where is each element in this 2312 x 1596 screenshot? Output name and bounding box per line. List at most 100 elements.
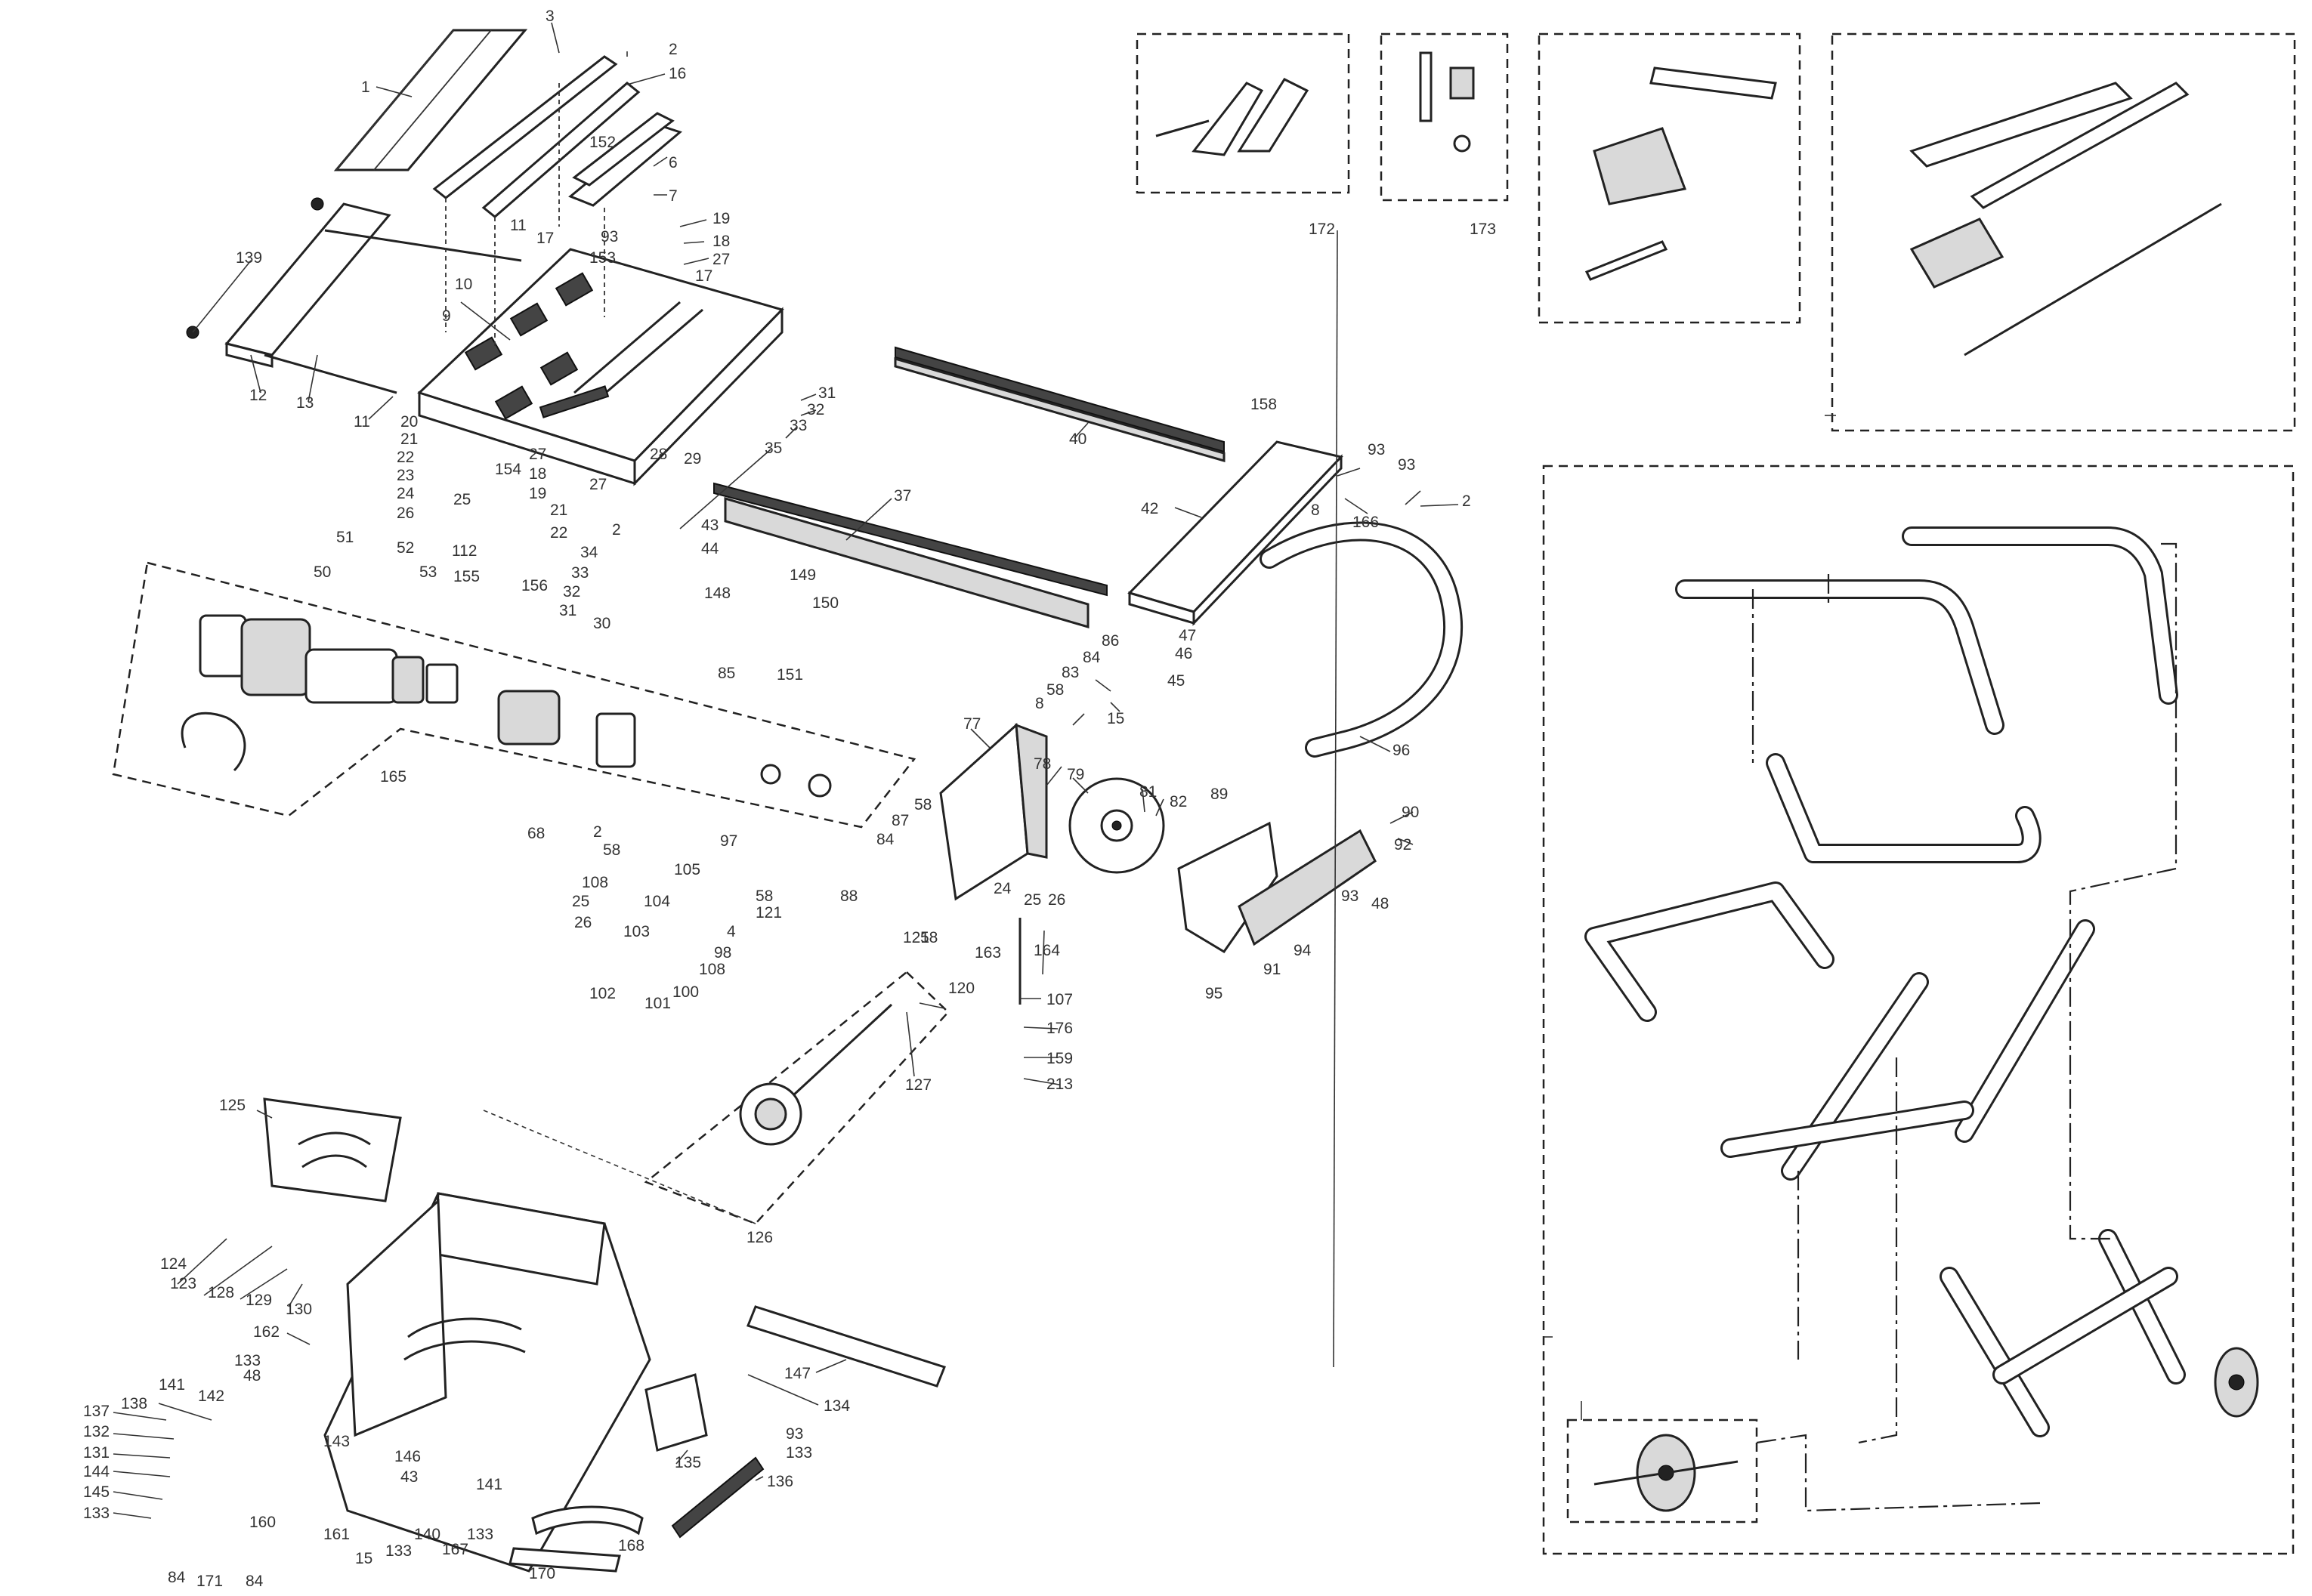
callout-135: 132 <box>83 1423 110 1440</box>
callout-93c: 93 <box>1398 456 1415 474</box>
callout-107: 127 <box>905 1076 932 1094</box>
callout-32: 32 <box>807 401 824 418</box>
callout-13: 13 <box>296 394 314 412</box>
callout-153: 153 <box>589 249 616 267</box>
callout-137: 144 <box>83 1463 110 1480</box>
callout-58c: 58 <box>603 841 620 859</box>
callout-101: 101 <box>644 995 671 1012</box>
callout-167: 172 <box>1309 221 1335 238</box>
callout-34: 34 <box>580 544 598 561</box>
callout-2b: 2 <box>612 521 621 539</box>
callout-2: 2 <box>669 41 678 58</box>
callout-84: 84 <box>1083 649 1101 666</box>
spreader-bolt-assembly-170 <box>1419 51 1475 153</box>
callout-58d: 58 <box>756 888 773 905</box>
callout-21b: 21 <box>550 502 567 519</box>
callout-2c: 2 <box>1462 492 1471 510</box>
callout-29: 29 <box>684 450 701 468</box>
callout-122: 164 <box>1034 942 1060 959</box>
callout-128: 147 <box>784 1365 811 1382</box>
callout-24: 24 <box>397 485 415 502</box>
callout-31: 31 <box>818 384 836 402</box>
callout-89: 89 <box>1210 786 1228 803</box>
right-extension-42 <box>1127 440 1343 626</box>
callout-15: 15 <box>1107 710 1124 727</box>
callout-50: 50 <box>314 563 331 581</box>
callout-138: 145 <box>83 1483 110 1501</box>
callout-130c: 133 <box>83 1505 110 1522</box>
callout-108: 120 <box>948 980 975 997</box>
callout-84d: 84 <box>246 1573 264 1590</box>
table-extension-left <box>186 197 522 394</box>
callout-86: 86 <box>1102 632 1119 650</box>
callout-4: 108 <box>582 874 608 891</box>
callout-53: 53 <box>419 563 437 581</box>
callout-46: 46 <box>1175 645 1192 662</box>
assembly-box-170 <box>1380 32 1509 202</box>
callout-87: 87 <box>892 812 909 829</box>
callout-32b: 32 <box>563 583 580 600</box>
curved-pieces-161-160 <box>508 1505 644 1573</box>
table-top <box>417 248 784 486</box>
miter-gauge-assembly-168 <box>1584 66 1777 281</box>
callout-26c: 26 <box>574 914 592 931</box>
callout-161: 168 <box>618 1537 644 1554</box>
callout-45: 45 <box>1167 672 1185 690</box>
callout-37: 37 <box>894 487 911 505</box>
callout-130: 133 <box>786 1444 812 1462</box>
callout-18: 18 <box>712 233 730 250</box>
callout-100: 100 <box>672 983 699 1001</box>
callout-132: 141 <box>159 1376 185 1394</box>
fence-rail-40 <box>894 346 1226 462</box>
callout-23: 23 <box>397 467 414 484</box>
callout-26: 26 <box>397 505 414 522</box>
callout-213: 124 <box>160 1255 187 1273</box>
callout-19: 19 <box>712 210 730 227</box>
callout-93d: 93 <box>1341 888 1358 905</box>
callout-97: 97 <box>720 832 737 850</box>
callout-12: 12 <box>249 387 267 404</box>
callout-24b: 24 <box>994 880 1012 897</box>
callout-40: 40 <box>1069 431 1086 448</box>
callout-35: 35 <box>765 440 782 457</box>
callout-98: 4 <box>727 923 736 940</box>
callout-155: 155 <box>453 568 480 585</box>
callout-33b: 33 <box>571 564 589 582</box>
callout-140: 171 <box>196 1573 223 1590</box>
callout-163: 176 <box>1046 1020 1073 1037</box>
callout-165: 165 <box>380 768 406 786</box>
callout-133: 138 <box>121 1395 147 1412</box>
callout-134: 137 <box>83 1403 110 1420</box>
callout-88: 88 <box>840 888 858 905</box>
callout-68: 68 <box>527 825 545 842</box>
assembly-box-168 <box>1538 32 1801 324</box>
callout-160: 170 <box>529 1565 555 1582</box>
front-rail-37 <box>713 482 1108 628</box>
callout-43: 43 <box>701 517 719 534</box>
table-insert-plates <box>333 29 683 218</box>
riving-knife-assembly-167 <box>1155 78 1309 156</box>
callout-106: 163 <box>975 944 1001 962</box>
callout-10: 10 <box>455 276 472 293</box>
callout-11: 11 <box>510 217 527 234</box>
callout-131: 142 <box>198 1388 224 1405</box>
callout-44: 44 <box>701 540 719 557</box>
plate-162 <box>644 1373 708 1452</box>
stand-assembly <box>1584 526 2259 1444</box>
callout-47: 47 <box>1179 627 1196 644</box>
callout-104: 104 <box>644 893 670 910</box>
callout-27: 27 <box>712 251 730 268</box>
callout-48b: 48 <box>243 1367 261 1385</box>
callout-5: 121 <box>756 904 782 921</box>
wheel-assembly-173 <box>1593 1434 2041 1512</box>
callout-141: 160 <box>249 1514 276 1531</box>
dust-hose-96 <box>1260 521 1464 758</box>
callout-11b: 11 <box>354 413 370 431</box>
saw-blade <box>1068 777 1165 874</box>
callout-31b: 31 <box>559 602 576 619</box>
callout-159: 125 <box>219 1097 246 1114</box>
callout-2d: 2 <box>593 823 602 841</box>
callout-52: 52 <box>397 539 414 557</box>
callout-127: 123 <box>170 1275 196 1292</box>
callout-18b: 18 <box>529 465 546 483</box>
